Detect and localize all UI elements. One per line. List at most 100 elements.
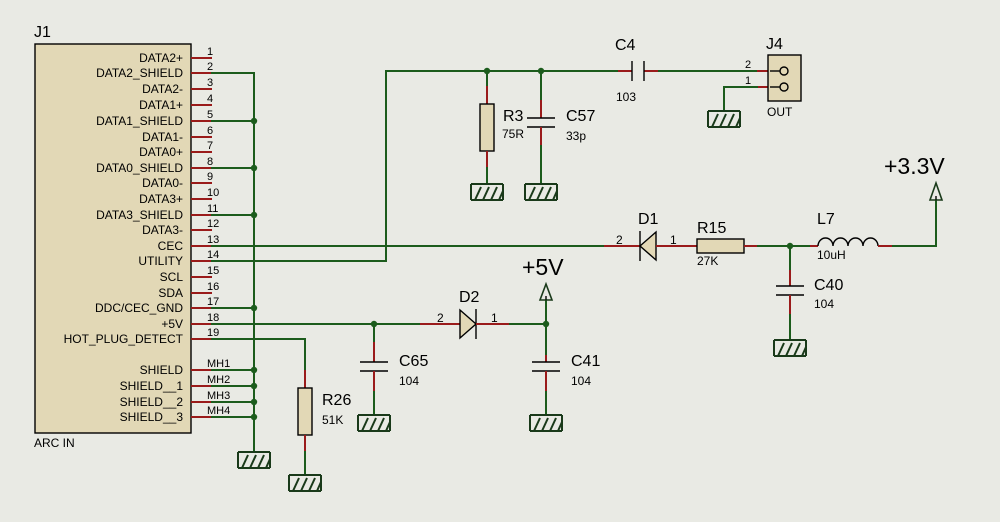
ground-symbol xyxy=(524,183,558,201)
wire xyxy=(211,338,306,371)
wire xyxy=(723,86,758,112)
component-value: 51K xyxy=(322,413,343,427)
pin-number: 1 xyxy=(207,46,213,58)
pin-number: 16 xyxy=(207,281,219,293)
connector-j4[interactable]: J4 OUT 2 1 xyxy=(745,36,802,119)
pin-number: 6 xyxy=(207,125,213,137)
component-value: 27K xyxy=(697,254,718,268)
pin-name: DATA3_SHIELD xyxy=(96,208,183,222)
pin-name: DDC/CEC_GND xyxy=(95,301,183,315)
component-value: 104 xyxy=(399,374,419,388)
junction xyxy=(250,211,258,219)
pin-name: SHIELD__1 xyxy=(120,379,184,393)
component-ref: D2 xyxy=(459,289,480,306)
pin-name: CEC xyxy=(158,239,184,253)
pin-name: SHIELD__2 xyxy=(120,395,184,409)
ground-symbol xyxy=(288,474,322,492)
pin-number: 7 xyxy=(207,140,213,152)
pin-number: 12 xyxy=(207,218,219,230)
junction xyxy=(250,382,258,390)
capacitor-c65[interactable]: C65 104 xyxy=(360,323,428,416)
pin-name: DATA0_SHIELD xyxy=(96,161,183,175)
wire xyxy=(211,70,619,262)
pin-name: DATA2_SHIELD xyxy=(96,66,183,80)
pin-number: 4 xyxy=(207,93,213,105)
capacitor-c4[interactable]: C4 103 xyxy=(615,37,658,104)
pin-number: 13 xyxy=(207,234,219,246)
component-ref: R26 xyxy=(322,392,351,409)
component-ref: R3 xyxy=(503,108,524,125)
junction xyxy=(542,320,550,328)
component-ref: C65 xyxy=(399,353,428,370)
component-value: 104 xyxy=(571,374,591,388)
junction xyxy=(250,366,258,374)
pin-number: MH4 xyxy=(207,405,230,417)
ground-symbol xyxy=(529,414,563,432)
pin-name: DATA2+ xyxy=(139,51,183,65)
pin-name: +5V xyxy=(161,317,183,331)
component-ref: C4 xyxy=(615,37,636,54)
ground-symbol xyxy=(357,414,391,432)
pin-name: DATA2- xyxy=(142,82,183,96)
pin-number: 17 xyxy=(207,296,219,308)
pin-number: 1 xyxy=(491,311,498,325)
component-ref: C40 xyxy=(814,277,843,294)
pin-number: 9 xyxy=(207,171,213,183)
diode-d1[interactable]: D1 2 1 xyxy=(604,211,694,262)
wire xyxy=(892,199,937,247)
ground-symbol xyxy=(237,451,271,469)
pin-number: 2 xyxy=(616,233,623,247)
pin-name: DATA1+ xyxy=(139,98,183,112)
pin-name: DATA3+ xyxy=(139,192,183,206)
pin-name: HOT_PLUG_DETECT xyxy=(64,332,184,346)
pin-number: 5 xyxy=(207,109,213,121)
pin-name: DATA1- xyxy=(142,130,183,144)
pin-name: SHIELD xyxy=(140,363,184,377)
capacitor-c57[interactable]: C57 33p xyxy=(527,70,595,185)
power-3v3[interactable]: +3.3V xyxy=(884,153,945,201)
pin-name: SCL xyxy=(160,270,184,284)
pin-number: 1 xyxy=(745,75,751,87)
pin-name: DATA3- xyxy=(142,223,183,237)
ground-symbol xyxy=(773,339,807,357)
junction xyxy=(250,164,258,172)
pin-number: 2 xyxy=(207,61,213,73)
capacitor-c40[interactable]: C40 104 xyxy=(776,245,843,341)
power-5v[interactable]: +5V xyxy=(522,254,564,301)
connector-body xyxy=(34,43,192,434)
component-ref: L7 xyxy=(817,211,835,228)
pin-number: 1 xyxy=(670,233,677,247)
pin-number: 11 xyxy=(207,203,218,215)
component-ref: R15 xyxy=(697,220,726,237)
pin-number: MH2 xyxy=(207,374,230,386)
junction xyxy=(250,304,258,312)
connector-ref: J1 xyxy=(34,24,51,41)
component-ref: J4 xyxy=(766,36,783,53)
pin-name: UTILITY xyxy=(138,254,183,268)
ground-symbol xyxy=(707,110,741,128)
pin-number: 14 xyxy=(207,249,219,261)
resistor-r26[interactable]: R26 51K xyxy=(297,370,351,476)
capacitor-c41[interactable]: C41 104 xyxy=(532,353,600,416)
diode-d2[interactable]: D2 2 1 xyxy=(420,289,510,340)
resistor-r15[interactable]: R15 27K xyxy=(694,220,758,268)
pin-number: MH3 xyxy=(207,390,230,402)
component-value: 104 xyxy=(814,297,834,311)
pin-number: 2 xyxy=(745,59,751,71)
pin-number: MH1 xyxy=(207,358,230,370)
pin-name: SHIELD__3 xyxy=(120,410,184,424)
inductor-l7[interactable]: L7 10uH xyxy=(810,211,893,262)
component-ref: C41 xyxy=(571,353,600,370)
junction xyxy=(250,398,258,406)
shield-ground-net xyxy=(211,72,271,469)
component-ref: D1 xyxy=(638,211,659,228)
resistor-r3[interactable]: R3 75R xyxy=(479,70,524,185)
pin-name: DATA0+ xyxy=(139,145,183,159)
ground-symbol xyxy=(470,183,504,201)
component-value: 103 xyxy=(616,90,636,104)
component-value: OUT xyxy=(767,105,793,119)
component-ref: C57 xyxy=(566,108,595,125)
